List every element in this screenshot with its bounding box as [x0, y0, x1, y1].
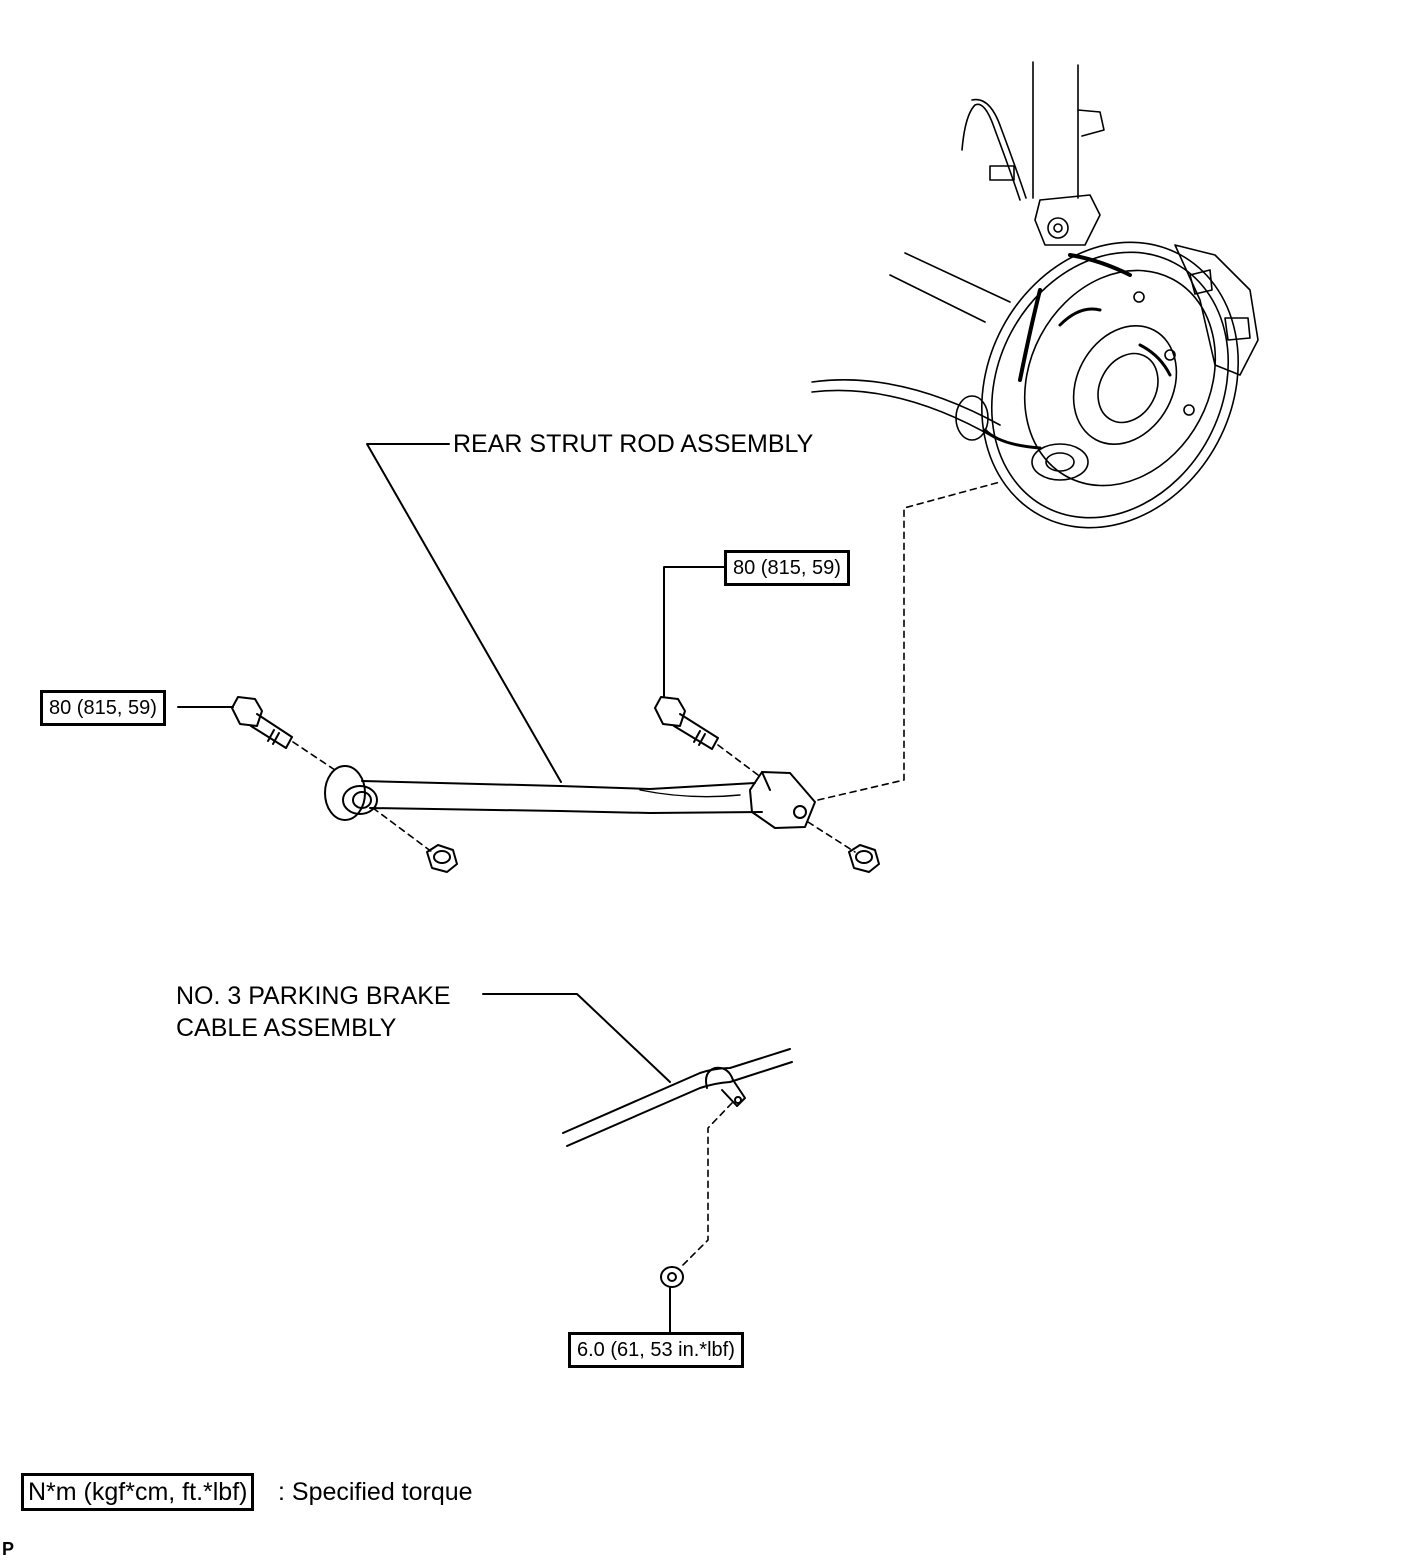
figure-code: P [2, 1539, 15, 1559]
rear-axle-hub-assembly [811, 61, 1259, 529]
parking-brake-cable [562, 1048, 793, 1147]
cable-clamp-bolt [660, 1266, 684, 1288]
legend-unit-box: N*m (kgf*cm, ft.*lbf) [21, 1473, 255, 1511]
leader-lines [177, 443, 726, 1334]
parking-brake-cable-label-line2: CABLE ASSEMBLY [176, 1014, 397, 1042]
strut-rod-nut-right [848, 844, 880, 873]
torque-value-cable-clamp: 6.0 (61, 53 in.*lbf) [568, 1332, 744, 1368]
strut-rod-bolt-left [231, 696, 293, 749]
torque-value-right-bolt: 80 (815, 59) [724, 550, 850, 586]
torque-value-left-bolt: 80 (815, 59) [40, 690, 166, 726]
strut-rod-bolt-right [654, 696, 719, 750]
alignment-lines [292, 481, 1001, 1269]
rear-strut-rod-label: REAR STRUT ROD ASSEMBLY [453, 430, 814, 458]
rear-strut-rod [324, 765, 816, 829]
parking-brake-cable-label-line1: NO. 3 PARKING BRAKE [176, 982, 451, 1010]
legend-description: : Specified torque [278, 1478, 473, 1506]
strut-rod-nut-left [426, 844, 458, 873]
